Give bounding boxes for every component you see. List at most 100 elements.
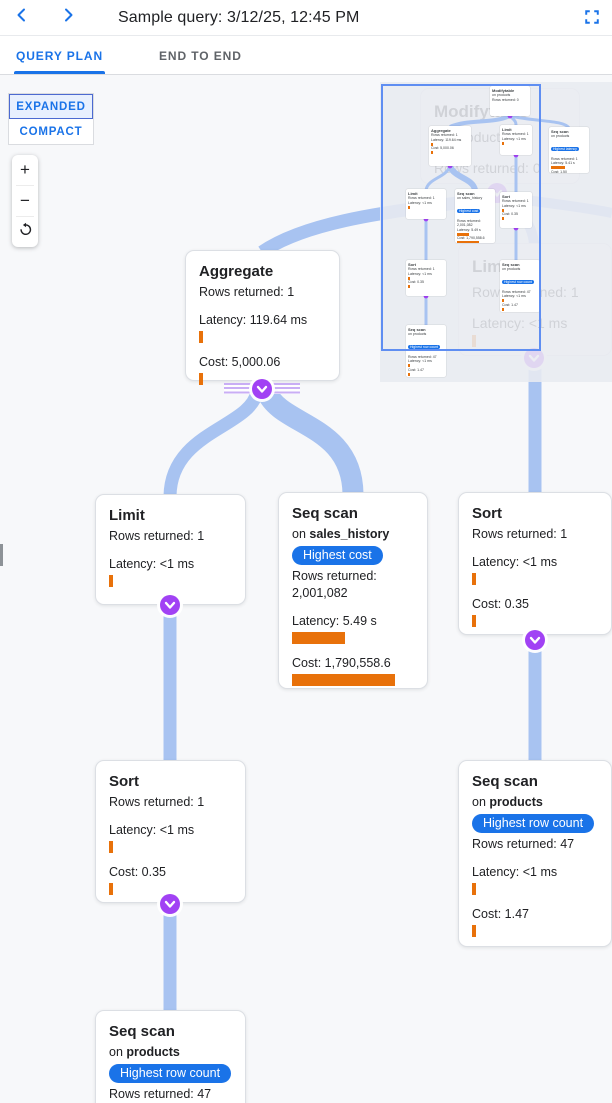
page-title: Sample query: 3/12/25, 12:45 PM [118, 8, 360, 26]
latency-bar [109, 575, 113, 587]
view-mode-toggle: EXPANDED COMPACT [8, 93, 94, 145]
plan-node-limit[interactable]: Limit Rows returned: 1 Latency: <1 ms [95, 494, 246, 605]
latency-bar [472, 573, 476, 585]
plan-node-seq-scan-products-bottom[interactable]: Seq scan on products Highest row count R… [95, 1010, 246, 1103]
node-latency: Latency: <1 ms [472, 865, 558, 879]
collapse-aggregate-button[interactable] [252, 379, 272, 399]
plan-node-seq-scan-products-right[interactable]: Seq scan on products Highest row count R… [458, 760, 612, 947]
edge-stripes [273, 383, 300, 394]
expanded-button[interactable]: EXPANDED [9, 94, 93, 119]
zoom-out-button[interactable]: − [12, 186, 38, 216]
latency-bar [199, 331, 203, 343]
node-cost: Cost: 1.47 [472, 907, 529, 921]
highest-row-count-badge: Highest row count [472, 814, 595, 833]
plan-node-aggregate[interactable]: Aggregate Rows returned: 1 Latency: 119.… [185, 250, 340, 385]
node-rows: Rows returned: 47 [109, 1087, 212, 1101]
tab-end-to-end-label: END TO END [159, 48, 242, 63]
latency-bar [292, 632, 345, 644]
query-plan-canvas[interactable]: Modifytable on products Rows returned: 0… [0, 75, 612, 1103]
node-table: sales_history [309, 527, 390, 541]
compact-label: COMPACT [19, 125, 83, 138]
fullscreen-icon [584, 9, 600, 30]
node-rows: Rows returned: 1 [109, 795, 205, 809]
latency-bar [109, 841, 113, 853]
node-title: Seq scan [292, 505, 358, 522]
highest-row-count-badge: Highest row count [109, 1064, 232, 1083]
chevron-down-icon [164, 601, 176, 609]
cost-bar [109, 883, 113, 895]
tab-query-plan[interactable]: QUERY PLAN [0, 37, 119, 74]
node-on: on [472, 795, 486, 809]
collapse-sort-right-button[interactable] [525, 630, 545, 650]
node-cost: Cost: 1,790,558.6 [292, 656, 391, 670]
node-latency: Latency: <1 ms [109, 557, 195, 571]
plan-node-seq-scan-sales-history[interactable]: Seq scan on sales_history Highest cost R… [278, 492, 428, 689]
divider [16, 216, 34, 217]
next-sample-button[interactable] [52, 2, 84, 34]
node-rows: Rows returned: 1 [109, 529, 205, 543]
active-tab-underline [14, 71, 106, 74]
node-latency: Latency: <1 ms [109, 823, 195, 837]
chevron-right-icon [59, 6, 77, 29]
fullscreen-button[interactable] [582, 9, 602, 29]
zoom-in-button[interactable]: + [12, 155, 38, 185]
chevron-left-icon [13, 6, 31, 29]
compact-button[interactable]: COMPACT [9, 119, 93, 144]
node-rows: Rows returned: 1 [199, 285, 295, 299]
node-rows: Rows returned: 1 [472, 527, 568, 541]
node-title: Seq scan [109, 1023, 175, 1040]
collapse-limit-button[interactable] [160, 595, 180, 615]
node-rows-label: Rows returned: [292, 569, 377, 583]
previous-sample-button[interactable] [6, 2, 38, 34]
node-on: on [109, 1045, 123, 1059]
chevron-down-icon [164, 900, 176, 908]
zoom-controls: + − [12, 155, 38, 247]
cost-bar [472, 615, 476, 627]
node-latency: Latency: 119.64 ms [199, 313, 308, 327]
edge-stripes [224, 383, 251, 394]
minus-icon: − [20, 191, 30, 210]
divider [16, 185, 34, 186]
node-on: on [292, 527, 306, 541]
node-title: Sort [109, 773, 139, 790]
node-rows-value: 2,001,082 [292, 586, 348, 600]
tab-bar: QUERY PLAN END TO END [0, 37, 612, 75]
cost-bar [472, 925, 476, 937]
plan-node-sort-left[interactable]: Sort Rows returned: 1 Latency: <1 ms Cos… [95, 760, 246, 903]
expanded-label: EXPANDED [16, 100, 86, 113]
chevron-down-icon [256, 385, 268, 393]
minimap-viewport[interactable] [381, 84, 541, 351]
tab-end-to-end[interactable]: END TO END [143, 37, 258, 74]
chevron-down-icon [529, 636, 541, 644]
node-latency: Latency: 5.49 s [292, 614, 377, 628]
node-title: Sort [472, 505, 502, 522]
highest-cost-badge: Highest cost [292, 546, 383, 565]
node-cost: Cost: 0.35 [109, 865, 166, 879]
node-cost: Cost: 5,000.06 [199, 355, 281, 369]
plus-icon: + [20, 160, 30, 179]
cost-bar [199, 373, 203, 385]
left-scrollbar-thumb[interactable] [0, 544, 3, 566]
zoom-reset-button[interactable] [12, 217, 38, 247]
header: Sample query: 3/12/25, 12:45 PM [0, 0, 612, 36]
collapse-sort-left-button[interactable] [160, 894, 180, 914]
cost-bar [292, 674, 395, 686]
node-title: Seq scan [472, 773, 538, 790]
node-title: Aggregate [199, 263, 274, 280]
node-title: Limit [109, 507, 145, 524]
latency-bar [472, 883, 476, 895]
node-table: products [126, 1045, 180, 1059]
node-rows: Rows returned: 47 [472, 837, 575, 851]
node-cost: Cost: 0.35 [472, 597, 529, 611]
node-table: products [489, 795, 543, 809]
plan-node-sort-right[interactable]: Sort Rows returned: 1 Latency: <1 ms Cos… [458, 492, 612, 635]
node-latency: Latency: <1 ms [472, 555, 558, 569]
